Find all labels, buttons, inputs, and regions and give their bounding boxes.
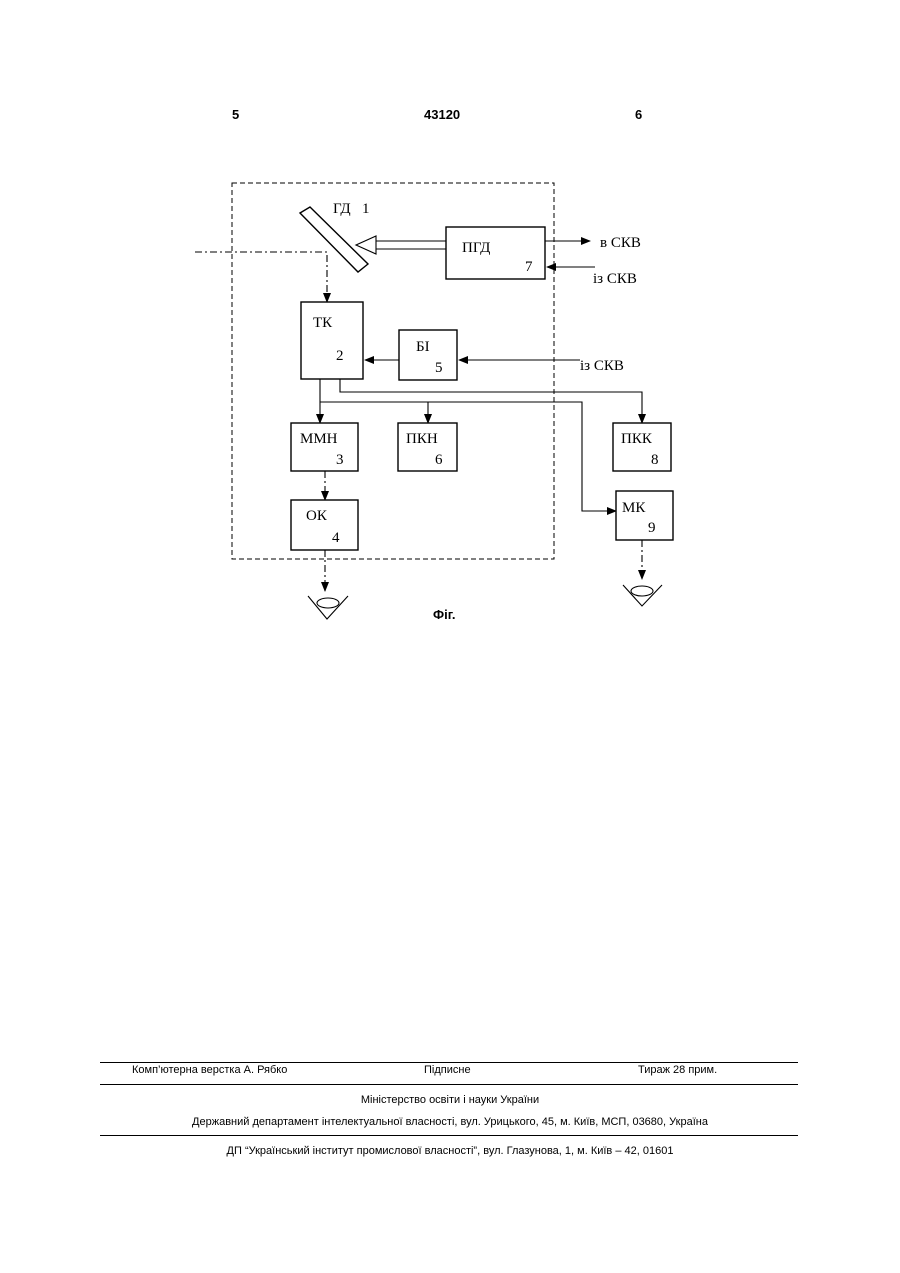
eye-icon [308, 596, 348, 619]
from-skv-label-2: із СКВ [580, 358, 624, 374]
footer-typesetting: Комп’ютерна верстка А. Рябко [132, 1064, 287, 1076]
block-bi-number: 5 [435, 360, 443, 376]
footer-circulation: Тираж 28 прим. [638, 1064, 717, 1076]
to-skv-label: в СКВ [600, 235, 641, 251]
eye-icon [623, 585, 662, 606]
block-pkk-label: ПКК [621, 431, 653, 447]
block-pkn-label: ПКН [406, 431, 438, 447]
footer-rule-middle [100, 1084, 798, 1085]
block-mk-label: МК [622, 500, 646, 516]
block-pkk-number: 8 [651, 452, 659, 468]
tk-to-pkn-arrow [320, 402, 428, 423]
patent-number: 43120 [424, 107, 460, 122]
block-tk: ТК 2 [301, 302, 363, 379]
footer-institute: ДП “Український інститут промислової вла… [0, 1145, 900, 1157]
block-tk-number: 2 [336, 348, 344, 364]
block-pkn-number: 6 [435, 452, 443, 468]
block-pkk: ПКК 8 [613, 423, 671, 471]
tk-to-mk-arrow [320, 402, 616, 511]
from-skv-label-1: із СКВ [593, 271, 637, 287]
block-pkn: ПКН 6 [398, 423, 457, 471]
block-mmn-label: ММН [300, 431, 338, 447]
page-number-right: 6 [635, 107, 642, 122]
block-ok-label: ОК [306, 508, 328, 524]
block-ok-number: 4 [332, 530, 340, 546]
block-bi-label: БІ [416, 339, 430, 355]
block-mmn: ММН 3 [291, 423, 358, 471]
figure-caption: Фіг. [433, 607, 455, 622]
block-diagram: ГД 1 ПГД 7 в СКВ із СКВ ТК 2 БІ 5 із СКВ… [170, 155, 715, 627]
mirror-label: ГД [333, 201, 351, 217]
block-pgd: ПГД 7 [446, 227, 545, 279]
footer-signed: Підписне [424, 1064, 471, 1076]
block-pgd-label: ПГД [462, 240, 490, 256]
page-number-left: 5 [232, 107, 239, 122]
block-mmn-number: 3 [336, 452, 344, 468]
footer-department: Державний департамент інтелектуальної вл… [0, 1116, 900, 1128]
block-pgd-number: 7 [525, 259, 533, 275]
block-mk-number: 9 [648, 520, 656, 536]
block-bi: БІ 5 [399, 330, 457, 380]
mirror-gd: ГД 1 [300, 201, 370, 272]
drive-link-arrow [356, 236, 446, 254]
block-tk-label: ТК [313, 315, 333, 331]
optical-axis-input [195, 252, 327, 302]
block-mk: МК 9 [616, 491, 673, 540]
tk-to-pkk-arrow [340, 379, 642, 423]
footer-rule-bottom [100, 1135, 798, 1136]
footer-rule-top [100, 1062, 798, 1063]
footer-ministry: Міністерство освіти і науки України [0, 1094, 900, 1106]
mirror-number: 1 [362, 201, 370, 217]
block-ok: ОК 4 [291, 500, 358, 550]
